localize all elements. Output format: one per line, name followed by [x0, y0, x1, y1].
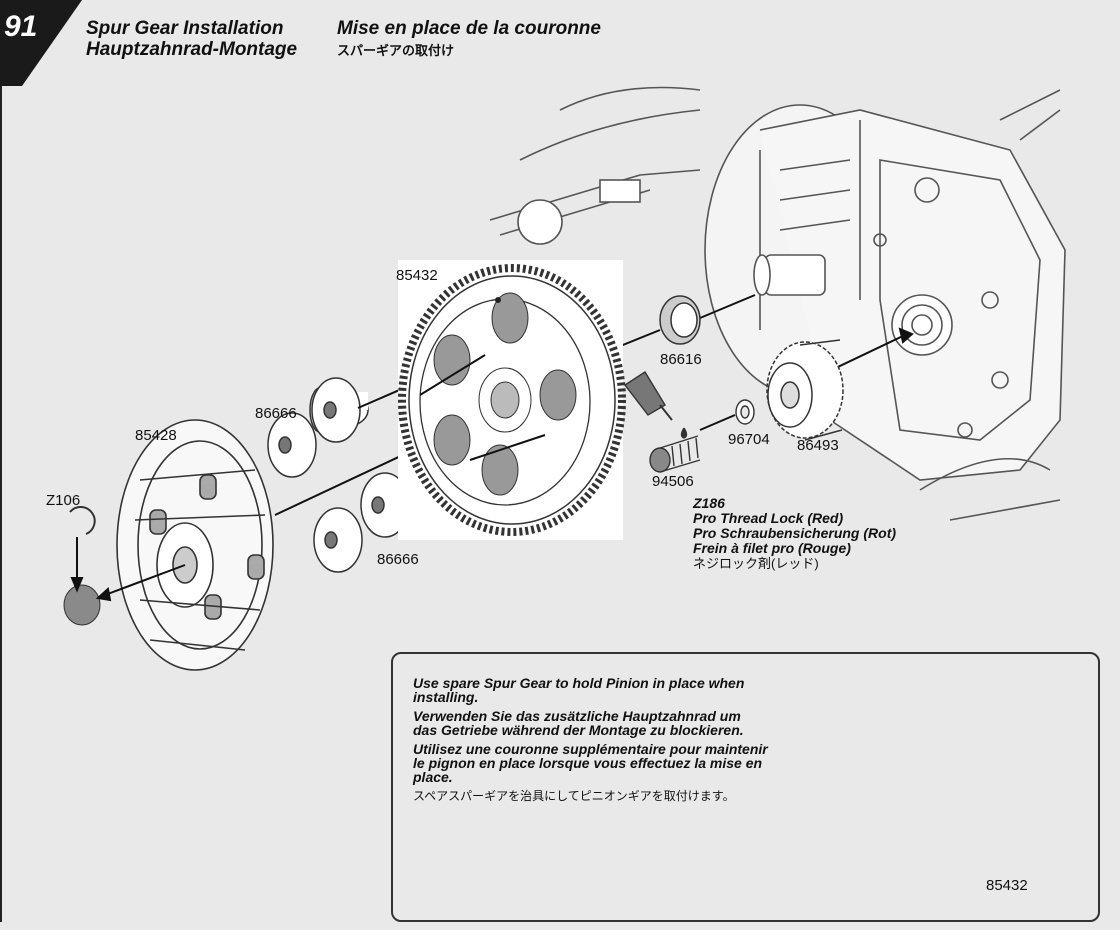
title-japanese: スパーギアの取付け	[337, 43, 455, 58]
step-number: 91	[4, 10, 38, 43]
tip-english: Use spare Spur Gear to hold Pinion in pl…	[413, 675, 745, 705]
clip-drawing	[69, 506, 96, 535]
pinion-drawing	[766, 339, 844, 441]
tip-french: Utilisez une couronne supplémentaire pou…	[413, 741, 768, 785]
thread-lock-french: Frein à filet pro (Rouge)	[693, 540, 851, 556]
title-german: Hauptzahnrad-Montage	[86, 39, 298, 60]
spacers-drawing	[267, 377, 410, 573]
step-number-tab	[0, 0, 82, 86]
thread-lock-bottle-drawing	[623, 371, 688, 439]
thread-lock-info: Z186 Pro Thread Lock (Red) Pro Schrauben…	[693, 495, 897, 572]
thread-lock-japanese: ネジロック剤(レッド)	[693, 556, 819, 571]
part-label-bearing: 86616	[660, 351, 702, 368]
part-label-clip: Z106	[46, 492, 81, 509]
screw-drawing	[649, 435, 701, 473]
washer-drawing	[735, 399, 755, 425]
nut-drawing	[63, 584, 101, 626]
tip-box	[391, 652, 1100, 922]
thread-lock-german: Pro Schraubensicherung (Rot)	[693, 525, 897, 541]
slipper-plate-drawing	[116, 419, 274, 671]
tip-japanese: スペアスパーギアを治具にしてピニオンギアを取付けます。	[413, 789, 735, 803]
bearing-drawing	[659, 295, 701, 345]
tip-german: Verwenden Sie das zusätzliche Hauptzahnr…	[413, 708, 744, 738]
part-label-slipper-plate: 85428	[135, 427, 177, 444]
part-label-spacer-bottom: 86666	[377, 551, 419, 568]
part-label-pinion: 86493	[797, 437, 839, 454]
gear-arrows	[419, 354, 546, 461]
page-border	[0, 86, 2, 922]
tip-text: Use spare Spur Gear to hold Pinion in pl…	[413, 676, 768, 809]
title-english: Spur Gear Installation	[86, 18, 284, 39]
title-french: Mise en place de la couronne	[337, 18, 601, 39]
thread-lock-english: Pro Thread Lock (Red)	[693, 510, 844, 526]
thread-lock-code: Z186	[693, 495, 725, 511]
spur-gear-drawing	[398, 264, 626, 536]
part-label-spacer-top: 86666	[255, 405, 297, 422]
part-label-spur-gear: 85432	[396, 267, 438, 284]
part-label-screw: 94506	[652, 473, 694, 490]
part-label-inset-gear: 85432	[986, 877, 1028, 894]
part-label-washer: 96704	[728, 431, 770, 448]
